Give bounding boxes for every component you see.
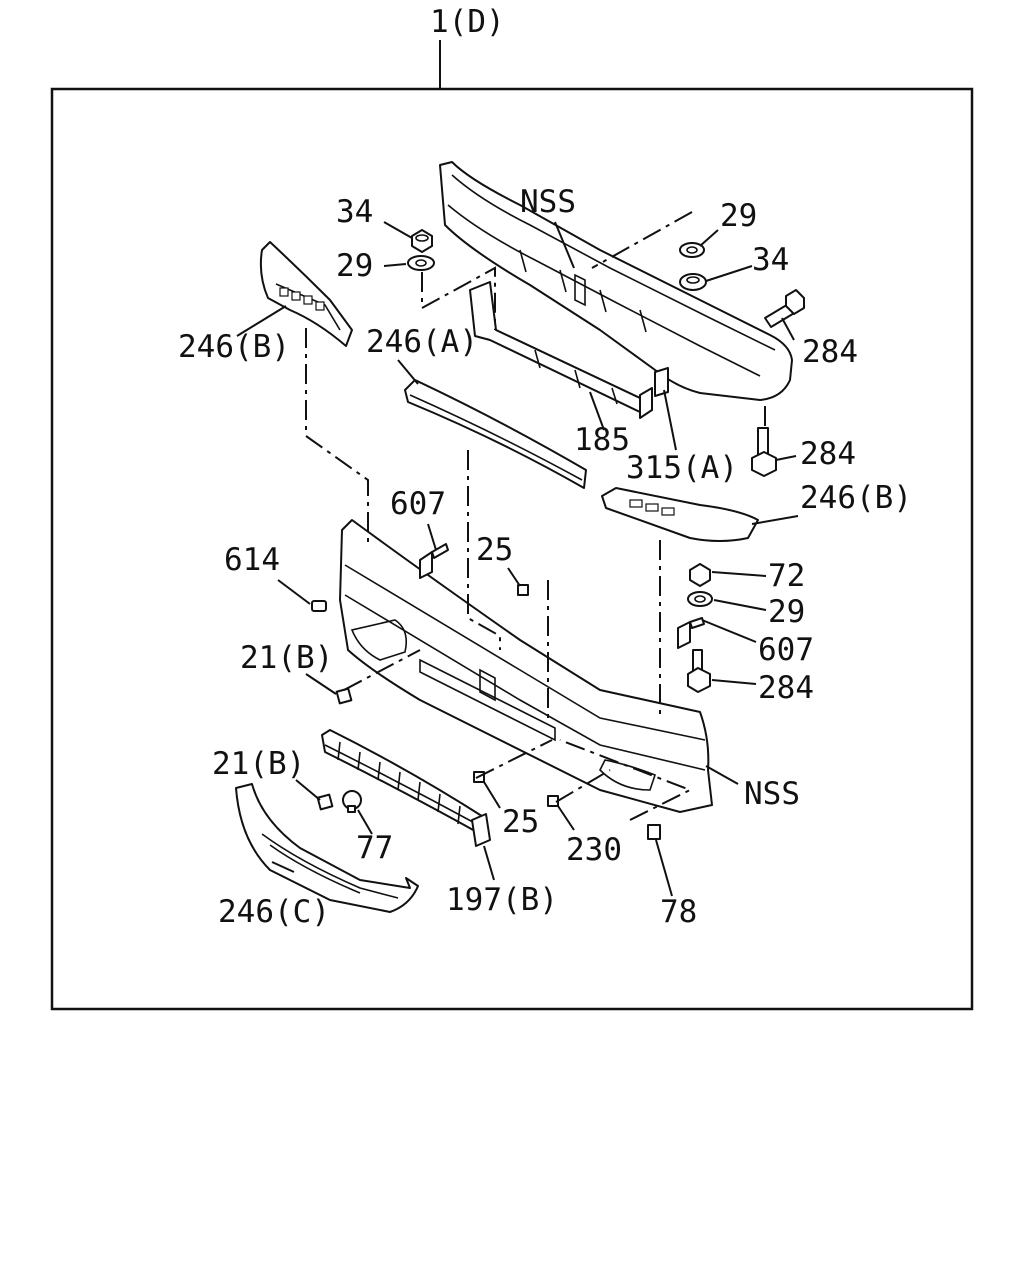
washer-29-lower-part — [687, 591, 713, 607]
leader-lines — [236, 221, 799, 897]
callout-panel-246b-right: 246(B) — [800, 480, 912, 516]
assembly-label: 1(D) — [430, 4, 505, 40]
upper-grille-246a — [404, 379, 587, 489]
nut-72-part — [689, 563, 711, 587]
callout-bracket-607-left: 607 — [390, 486, 446, 522]
screw-77-part — [342, 790, 362, 813]
bolt-284-lower-part — [687, 649, 711, 693]
lower-strip-246c — [235, 783, 419, 913]
clip-21b-upper-part — [335, 687, 353, 705]
callout-bracket-315a: 315(A) — [626, 450, 738, 486]
washer-29-right-part — [679, 242, 705, 258]
callout-clip-21b-lower: 21(B) — [212, 746, 305, 782]
bumper-reinforcement-bar — [439, 161, 793, 401]
clip-78-part — [647, 824, 661, 840]
alignment-lines — [305, 211, 766, 821]
callout-nss-top: NSS — [520, 184, 576, 220]
clip-25-upper-part — [517, 584, 529, 596]
callout-grille-246a: 246(A) — [366, 324, 478, 360]
callout-bolt-284-top: 284 — [802, 334, 858, 370]
callout-washer-29-left: 29 — [336, 248, 373, 284]
callout-bracket-607-right: 607 — [758, 632, 814, 668]
callout-grille-197b: 197(B) — [446, 882, 558, 918]
diagram-frame — [50, 87, 974, 1011]
callout-labels: 34 29 NSS 29 34 284 246(B) 246(A) 185 31… — [178, 184, 912, 930]
bolt-284-top-part — [764, 289, 805, 328]
callout-bolt-284-lower: 284 — [758, 670, 814, 706]
nut-34-left-part — [411, 229, 433, 253]
callout-clip-78: 78 — [660, 894, 697, 930]
callout-screw-77: 77 — [356, 830, 393, 866]
callout-washer-29-lower: 29 — [768, 594, 805, 630]
nut-34-right-part — [679, 273, 707, 291]
side-panel-246b-right — [601, 487, 759, 542]
callout-nut-34-right: 34 — [752, 242, 789, 278]
bolt-284-mid-part — [751, 427, 777, 477]
callout-clip-614: 614 — [224, 542, 280, 578]
washer-29-left-part — [407, 255, 435, 271]
callout-nut-72: 72 — [768, 558, 805, 594]
bracket-607-right-part — [677, 617, 705, 649]
callout-washer-29-right: 29 — [720, 198, 757, 234]
bracket-607-left-part — [419, 543, 449, 579]
bumper-body — [339, 519, 713, 813]
support-bracket — [469, 281, 669, 419]
callout-clip-21b-upper: 21(B) — [240, 640, 333, 676]
callout-nut-34-left: 34 — [336, 194, 373, 230]
callout-panel-246b-left: 246(B) — [178, 329, 290, 365]
clip-21b-lower-part — [316, 793, 334, 811]
callout-bolt-284-mid: 284 — [800, 436, 856, 472]
callout-clip-25-upper: 25 — [476, 532, 513, 568]
side-panel-246b-left — [259, 241, 353, 347]
callout-clip-230: 230 — [566, 832, 622, 868]
callout-nss-bottom: NSS — [744, 776, 800, 812]
callout-clip-25-lower: 25 — [502, 804, 539, 840]
clip-614-part — [311, 600, 327, 612]
callout-panel-246c: 246(C) — [218, 894, 330, 930]
lower-grille-197b — [321, 729, 491, 847]
callout-bracket-185: 185 — [574, 422, 630, 458]
